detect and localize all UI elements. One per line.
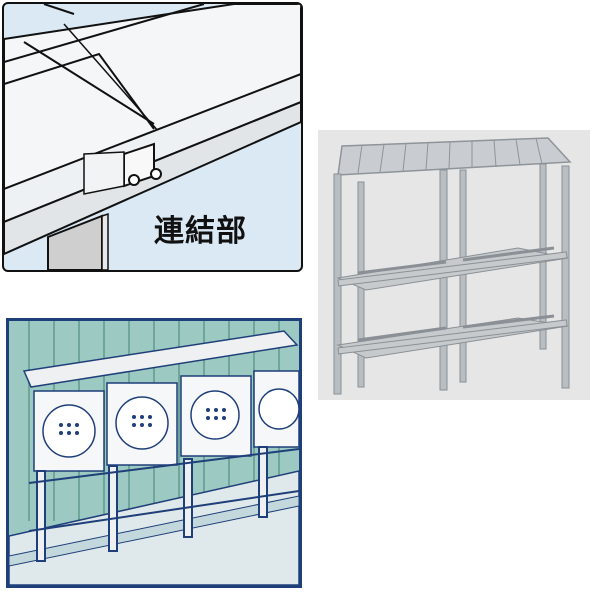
installation-illustration [6,318,302,588]
connection-label: 連結部 [154,214,247,249]
connection-detail-illustration: 連結部 [2,2,303,272]
rack-product-photo [318,130,590,400]
bolt-icon [128,174,140,186]
outdoor-unit-icon [9,321,299,585]
bolt-icon [150,168,162,180]
rack-icon [318,130,590,400]
roof-joint-drawing [4,4,301,270]
